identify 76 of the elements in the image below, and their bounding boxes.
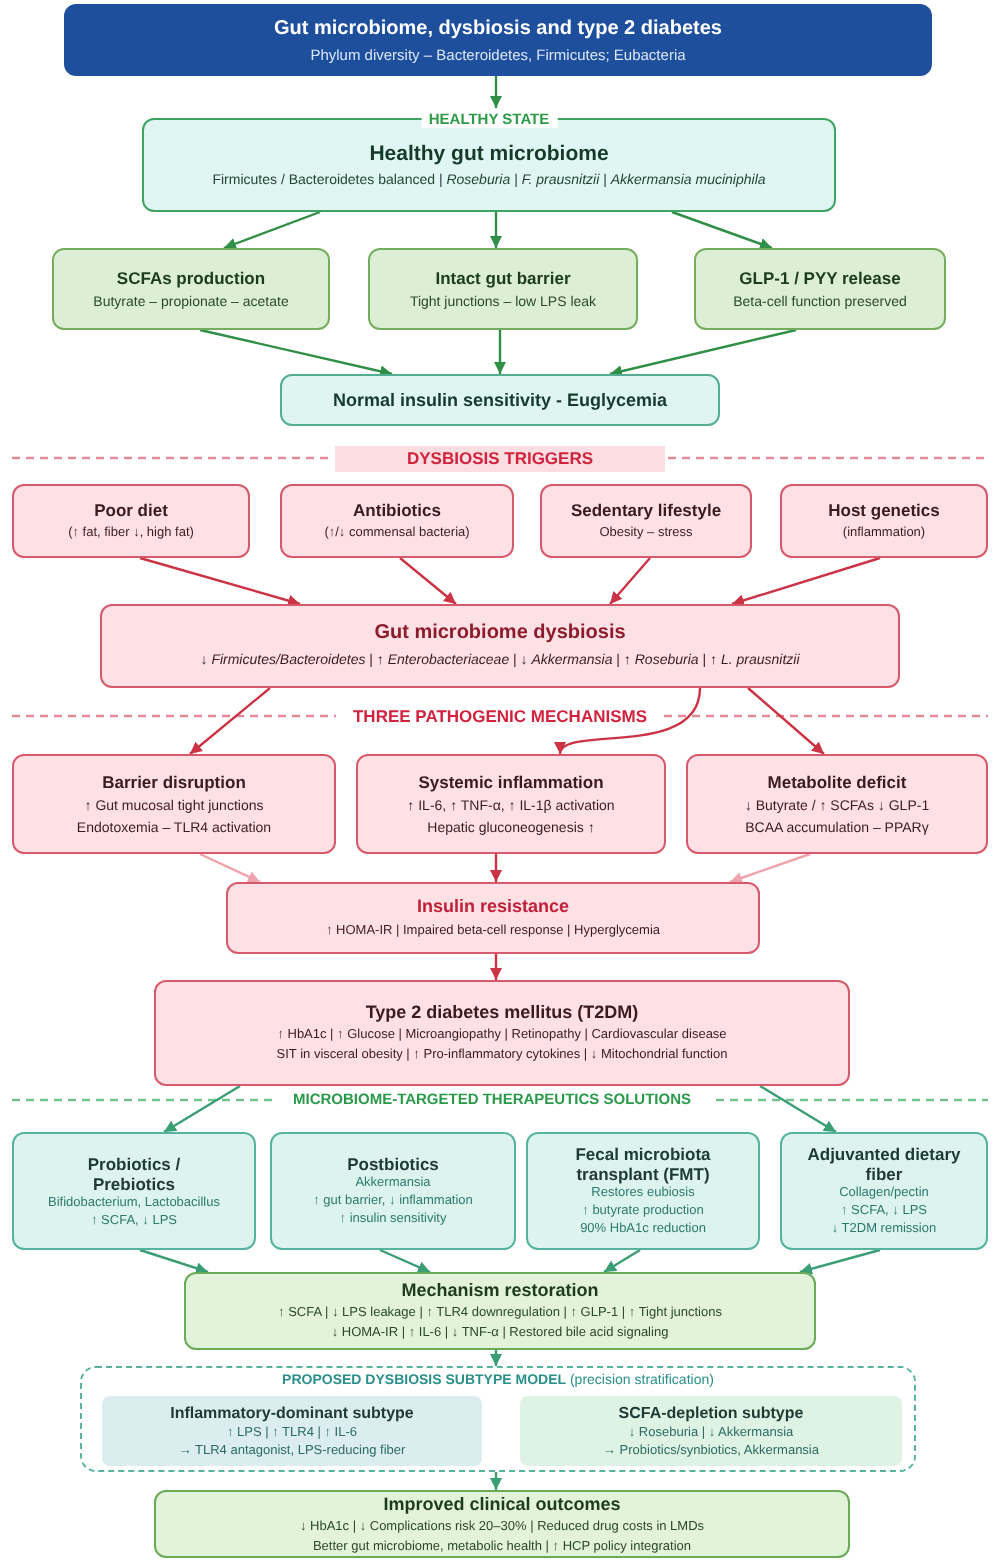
arrow <box>199 852 261 884</box>
arrow <box>729 852 811 884</box>
therapy-box <box>12 1132 256 1250</box>
box-heading: Mechanism restoration <box>401 1280 599 1302</box>
arrow <box>603 1248 641 1274</box>
box-heading: Barrier disruption <box>102 771 246 793</box>
therapy-box <box>270 1132 516 1250</box>
arrow <box>399 557 457 605</box>
therapy-box <box>526 1132 760 1250</box>
trigger-box <box>12 484 250 558</box>
section-label: THREE PATHOGENIC MECHANISMS <box>352 704 648 728</box>
box-heading: Postbiotics <box>347 1154 439 1174</box>
box-heading: Gut microbiome dysbiosis <box>374 622 626 646</box>
box-heading: Host genetics <box>828 500 940 522</box>
process-box <box>226 882 760 954</box>
arrow <box>671 210 773 250</box>
trigger-box <box>540 484 752 558</box>
dashed-group-box <box>80 1366 916 1472</box>
arrow <box>139 556 301 607</box>
box-heading: Normal insulin sensitivity - Euglycemia <box>332 389 668 411</box>
process-box <box>368 248 638 330</box>
arrow <box>799 1248 881 1275</box>
arrow <box>490 1350 502 1366</box>
box-heading: Improved clinical outcomes <box>383 1493 621 1515</box>
box-heading: SCFA-depletion subtype <box>618 1403 804 1423</box>
mechanism-box <box>356 754 666 854</box>
box-heading: Insulin resistance <box>416 896 570 918</box>
arrow <box>490 76 502 108</box>
process-box <box>694 248 946 330</box>
box-heading: Metabolite deficit <box>767 771 907 793</box>
box-heading: SCFAs production <box>116 267 266 289</box>
arrow <box>609 557 651 605</box>
section-label: DYSBIOSIS TRIGGERS <box>334 446 666 472</box>
mechanism-box <box>686 754 988 854</box>
arrow <box>379 1248 431 1274</box>
box-heading: Intact gut barrier <box>435 267 571 289</box>
outcome-box <box>280 374 720 426</box>
outcome-box <box>154 1490 850 1558</box>
process-box <box>100 604 900 688</box>
trigger-box <box>780 484 988 558</box>
mechanism-box <box>12 754 336 854</box>
arrow <box>490 1472 502 1490</box>
box-heading: Systemic inflammation <box>418 771 604 793</box>
outcome-box <box>184 1272 816 1350</box>
box-heading: Probiotics / Prebiotics <box>85 1153 183 1193</box>
box-heading: Type 2 diabetes mellitus (T2DM) <box>365 1002 639 1024</box>
subtype-box <box>520 1396 902 1466</box>
box-heading: Sedentary lifestyle <box>570 500 722 522</box>
trigger-box <box>280 484 514 558</box>
arrow <box>189 687 271 755</box>
box-heading: Gut microbiome, dysbiosis and type 2 diabetes <box>274 17 722 41</box>
box-heading: Inflammatory-dominant subtype <box>170 1403 414 1423</box>
arrow <box>490 954 502 980</box>
box-heading: Fecal microbiota transplant (FMT) <box>573 1144 713 1184</box>
box-heading: GLP-1 / PYY release <box>739 267 901 289</box>
box-heading: Poor diet <box>94 500 168 522</box>
title-banner <box>64 4 932 76</box>
arrow <box>490 854 502 882</box>
box-heading: Adjuvanted dietary fiber <box>805 1144 963 1184</box>
process-box <box>52 248 330 330</box>
arrow <box>759 1084 837 1134</box>
arrow <box>223 210 321 250</box>
arrow <box>139 1248 209 1274</box>
arrow <box>163 1084 241 1134</box>
process-box <box>154 980 850 1086</box>
arrow <box>609 328 797 378</box>
arrow <box>199 328 393 378</box>
arrow <box>494 330 506 374</box>
arrow <box>490 212 502 248</box>
therapy-box <box>780 1132 988 1250</box>
arrow <box>747 687 825 755</box>
arrow <box>558 687 702 755</box>
subtype-box <box>102 1396 482 1466</box>
arrow <box>731 556 881 607</box>
box-heading: Antibiotics <box>353 500 441 522</box>
box-heading: Healthy gut microbiome <box>369 141 609 165</box>
